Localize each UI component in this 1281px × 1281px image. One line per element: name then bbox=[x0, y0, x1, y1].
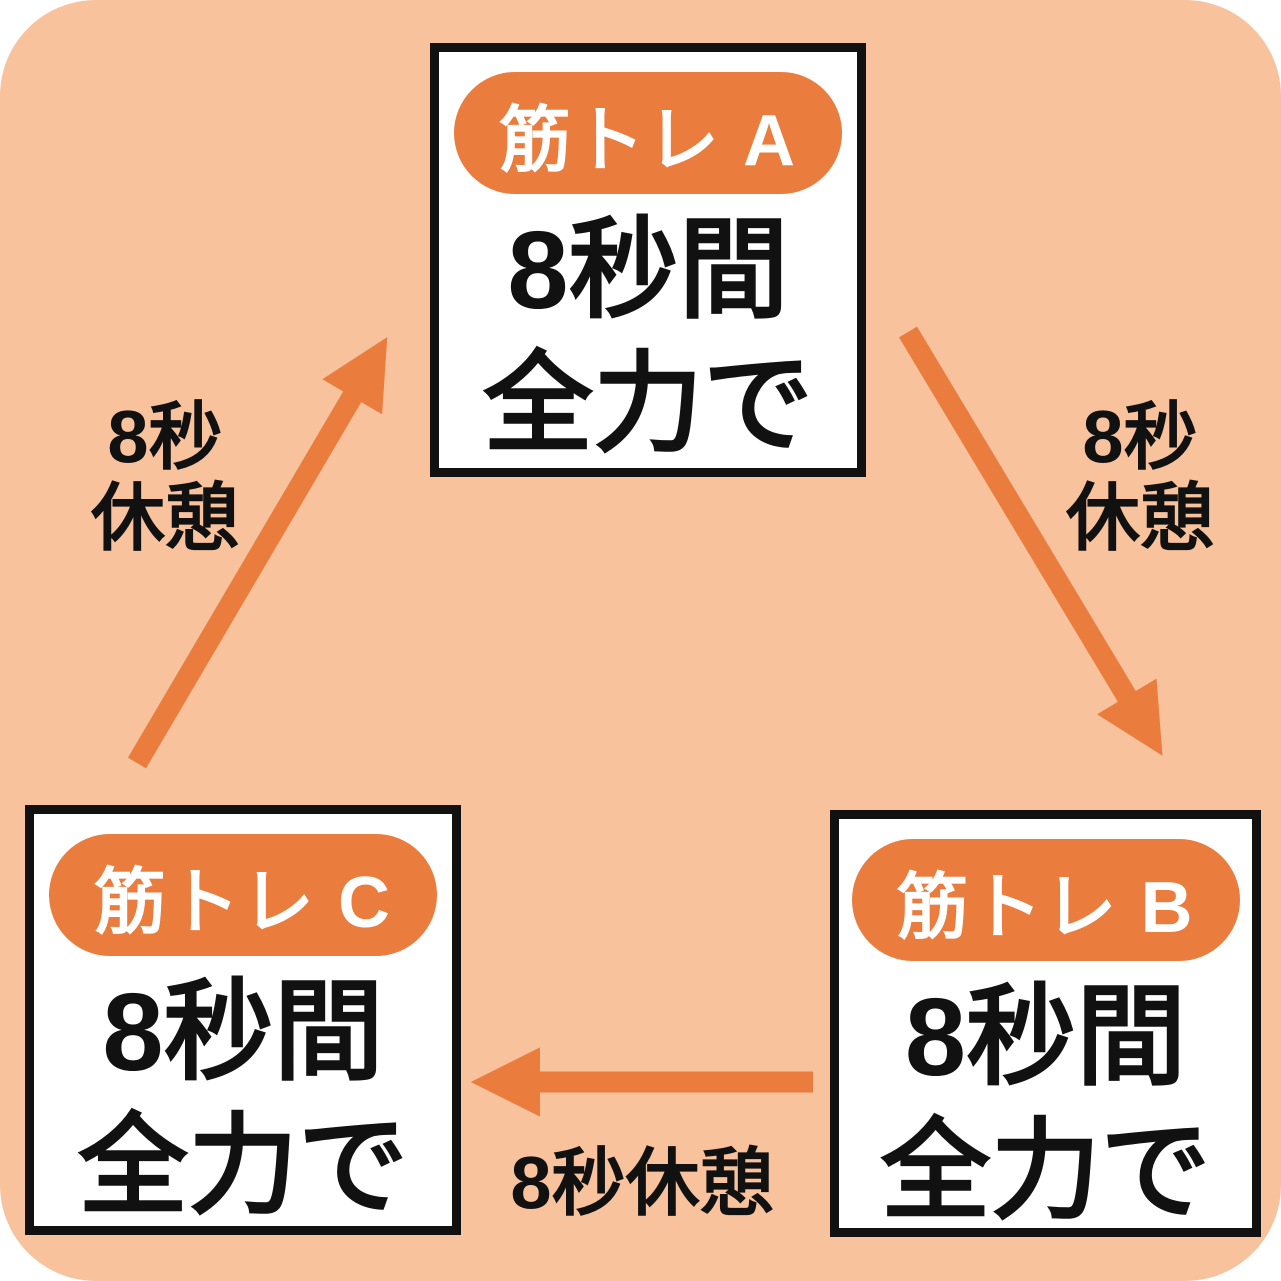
edge-label-b-to-c-text: 8秒休憩 bbox=[510, 1141, 774, 1225]
node-training-c: 筋トレ C 8秒間 全力で bbox=[25, 805, 461, 1235]
edge-label-c-to-a-line1: 8秒 bbox=[107, 395, 223, 479]
badge-training-b-label: 筋トレ B bbox=[896, 867, 1195, 948]
node-a-duration: 8秒間 bbox=[507, 209, 789, 332]
badge-training-c: 筋トレ C bbox=[49, 834, 437, 956]
edge-label-c-to-a: 8秒 休憩 bbox=[91, 395, 239, 560]
node-c-intensity: 全力で bbox=[78, 1105, 408, 1229]
node-c-body: 8秒間 全力で bbox=[78, 966, 408, 1234]
badge-training-b: 筋トレ B bbox=[851, 839, 1240, 961]
edge-label-c-to-a-line2: 休憩 bbox=[91, 477, 239, 560]
badge-training-a-label: 筋トレ A bbox=[498, 100, 797, 181]
node-training-a: 筋トレ A 8秒間 全力で bbox=[430, 43, 866, 477]
node-a-intensity: 全力で bbox=[483, 343, 813, 467]
badge-training-a: 筋トレ A bbox=[454, 72, 842, 194]
node-b-duration: 8秒間 bbox=[904, 976, 1187, 1099]
node-b-body: 8秒間 全力で bbox=[881, 971, 1211, 1239]
edge-label-a-to-b-line1: 8秒 bbox=[1082, 395, 1198, 479]
node-training-b: 筋トレ B 8秒間 全力で bbox=[830, 810, 1261, 1237]
node-a-body: 8秒間 全力で bbox=[483, 204, 813, 472]
edge-label-b-to-c: 8秒休憩 bbox=[510, 1142, 773, 1223]
edge-label-a-to-b: 8秒 休憩 bbox=[1066, 395, 1214, 560]
node-b-intensity: 全力で bbox=[880, 1110, 1211, 1234]
badge-training-c-label: 筋トレ C bbox=[93, 862, 392, 943]
edge-label-a-to-b-line2: 休憩 bbox=[1066, 477, 1214, 560]
node-c-duration: 8秒間 bbox=[102, 971, 384, 1094]
